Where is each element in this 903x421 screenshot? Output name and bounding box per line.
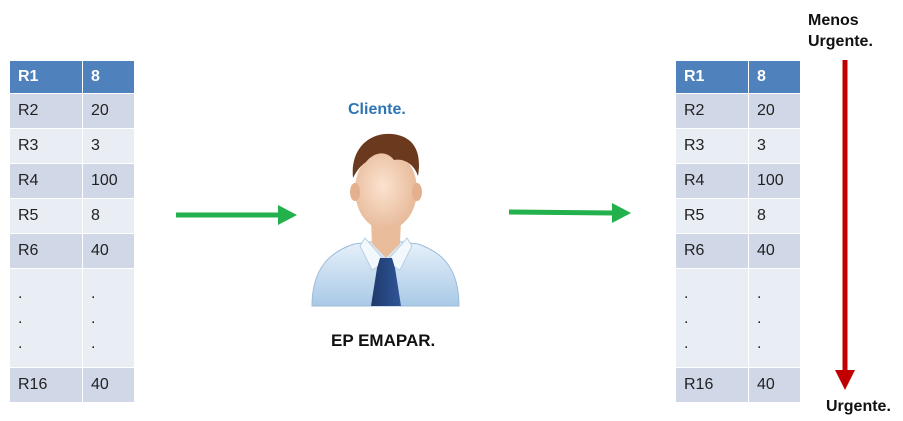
table-cell: 8 — [749, 199, 801, 234]
less-urgent-line2: Urgente. — [808, 33, 873, 50]
table-cell: 8 — [83, 199, 135, 234]
requests-table-left: R1 8 R2 20 R3 3 R4 100 R5 8 R6 40 . . . … — [10, 61, 135, 403]
table-row: R5 8 — [676, 199, 801, 234]
table-cell: 40 — [749, 368, 801, 403]
table-cell: R2 — [10, 94, 83, 129]
table-row: R2 20 — [676, 94, 801, 129]
table-cell: R2 — [676, 94, 749, 129]
table-header-row: R1 8 — [676, 61, 801, 94]
table-cell: 20 — [749, 94, 801, 129]
table-row: R16 40 — [10, 368, 135, 403]
table-cell: 3 — [749, 129, 801, 164]
table-cell: . . . — [749, 269, 801, 368]
table-cell: 100 — [749, 164, 801, 199]
table-cell: R3 — [676, 129, 749, 164]
table-row: R5 8 — [10, 199, 135, 234]
less-urgent-label: Menos Urgente. — [808, 10, 873, 52]
table-row: R6 40 — [676, 234, 801, 269]
businessman-icon — [311, 133, 460, 307]
table-cell: R3 — [10, 129, 83, 164]
table-cell: 8 — [83, 61, 135, 94]
table-cell: . . . — [83, 269, 135, 368]
arrow-right-icon — [176, 205, 297, 225]
company-label: EP EMAPAR. — [331, 331, 436, 350]
table-ellipsis-row: . . . . . . — [676, 269, 801, 368]
table-cell: R16 — [676, 368, 749, 403]
urgent-label: Urgente. — [826, 398, 891, 415]
table-row: R4 100 — [10, 164, 135, 199]
table-header-row: R1 8 — [10, 61, 135, 94]
table-row: R3 3 — [676, 129, 801, 164]
table-cell: R6 — [10, 234, 83, 269]
table-row: R16 40 — [676, 368, 801, 403]
client-label: Cliente. — [348, 101, 406, 118]
table-cell: 40 — [83, 368, 135, 403]
table-cell: . . . — [676, 269, 749, 368]
arrow-down-icon — [835, 60, 855, 390]
table-cell: 3 — [83, 129, 135, 164]
table-cell: 40 — [83, 234, 135, 269]
table-ellipsis-row: . . . . . . — [10, 269, 135, 368]
requests-table-right: R1 8 R2 20 R3 3 R4 100 R5 8 R6 40 . . . … — [676, 61, 801, 403]
table-cell: 40 — [749, 234, 801, 269]
table-cell: R16 — [10, 368, 83, 403]
table-row: R6 40 — [10, 234, 135, 269]
table-cell: R5 — [10, 199, 83, 234]
table-cell: 20 — [83, 94, 135, 129]
table-row: R3 3 — [10, 129, 135, 164]
table-row: R2 20 — [10, 94, 135, 129]
table-cell: R4 — [10, 164, 83, 199]
less-urgent-line1: Menos — [808, 12, 859, 29]
table-cell: R6 — [676, 234, 749, 269]
table-cell: . . . — [10, 269, 83, 368]
table-cell: 100 — [83, 164, 135, 199]
table-cell: R1 — [676, 61, 749, 94]
table-cell: R1 — [10, 61, 83, 94]
table-cell: R4 — [676, 164, 749, 199]
table-row: R4 100 — [676, 164, 801, 199]
table-cell: R5 — [676, 199, 749, 234]
table-cell: 8 — [749, 61, 801, 94]
arrow-right-icon — [508, 203, 631, 223]
